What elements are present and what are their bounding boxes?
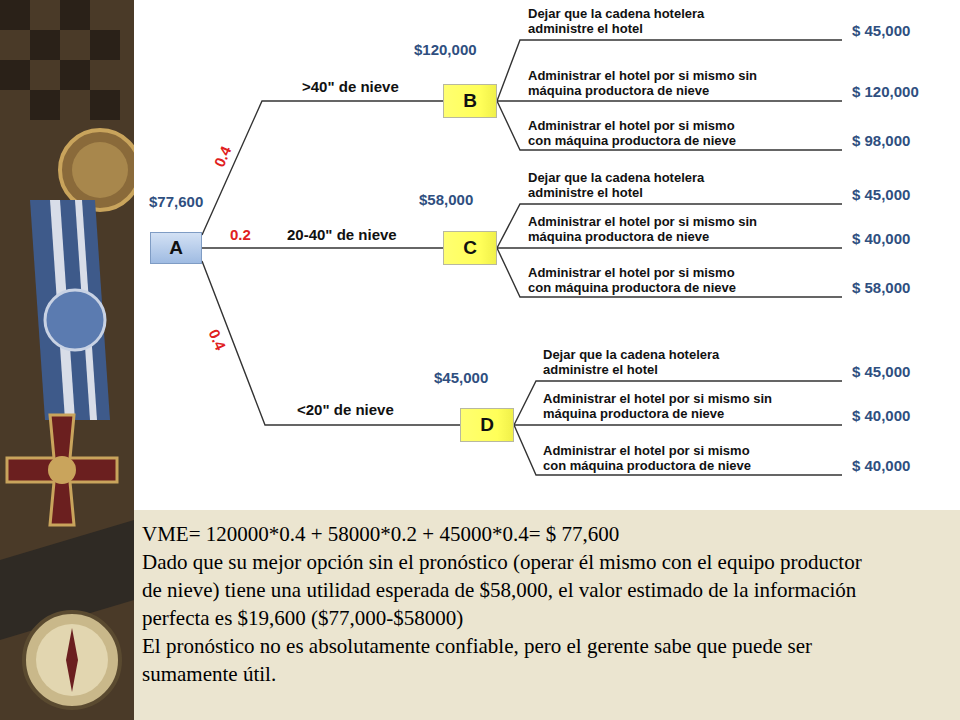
payoff: $ 120,000 [852, 83, 919, 100]
branch-line [497, 204, 842, 248]
option-text: Administrar el hotel por si mismo sin má… [528, 214, 760, 244]
expected-value: $77,600 [149, 193, 203, 210]
state-label: 20-40" de nieve [285, 226, 399, 243]
option-text: Dejar que la cadena hotelera administre … [528, 170, 760, 200]
probability: 0.2 [230, 226, 251, 243]
option-text: Administrar el hotel por si mismo con má… [528, 265, 760, 295]
notes-area: VME= 120000*0.4 + 58000*0.2 + 45000*0.4=… [142, 520, 862, 688]
option-text: Dejar que la cadena hotelera administre … [528, 6, 760, 36]
payoff: $ 45,000 [852, 363, 910, 380]
payoff: $ 45,000 [852, 186, 910, 203]
photo-strip [0, 0, 134, 720]
state-label: <20" de nieve [295, 401, 396, 418]
payoff: $ 58,000 [852, 279, 910, 296]
branch-connector [202, 101, 443, 235]
branch-connector [202, 261, 460, 425]
branch-line [497, 40, 842, 101]
branch-line [514, 381, 842, 425]
node-letter: B [463, 90, 477, 112]
node-letter: C [463, 237, 477, 259]
probability: 0.4 [205, 327, 229, 353]
payoff: $ 40,000 [852, 407, 910, 424]
option-text: Dejar que la cadena hotelera administre … [543, 347, 775, 377]
option-text: Administrar el hotel por si mismo con má… [543, 443, 775, 473]
branch-line [514, 424, 842, 425]
formula-note: VME= 120000*0.4 + 58000*0.2 + 45000*0.4=… [142, 520, 862, 548]
option-text: Administrar el hotel por si mismo sin má… [543, 391, 775, 421]
state-label: >40" de nieve [300, 78, 401, 95]
node-letter: A [169, 237, 183, 259]
branch-line [514, 425, 842, 475]
payoff: $ 40,000 [852, 230, 910, 247]
branch-line [497, 248, 842, 297]
decision-node-box: B$120,000 [443, 84, 497, 118]
decision-node-box: C$58,000 [443, 231, 497, 265]
payoff: $ 40,000 [852, 457, 910, 474]
explanation-note: Dado que su mejor opción sin el pronósti… [142, 548, 862, 632]
node-letter: D [480, 414, 494, 436]
option-text: Administrar el hotel por si mismo sin má… [528, 68, 760, 98]
branch-line [497, 101, 842, 150]
payoff: $ 98,000 [852, 132, 910, 149]
branch-line [497, 247, 842, 248]
option-text: Administrar el hotel por si mismo con má… [528, 118, 760, 148]
branch-line [497, 100, 842, 101]
expected-value: $58,000 [419, 191, 473, 208]
expected-value: $120,000 [414, 41, 477, 58]
payoff: $ 45,000 [852, 22, 910, 39]
explanation-note: El pronóstico no es absolutamente confia… [142, 632, 862, 688]
probability: 0.4 [210, 144, 234, 170]
branch-connector [202, 247, 443, 248]
decision-node-box: D$45,000 [460, 408, 514, 442]
expected-value: $45,000 [434, 369, 488, 386]
chance-node-box: A$77,600 [150, 232, 202, 264]
